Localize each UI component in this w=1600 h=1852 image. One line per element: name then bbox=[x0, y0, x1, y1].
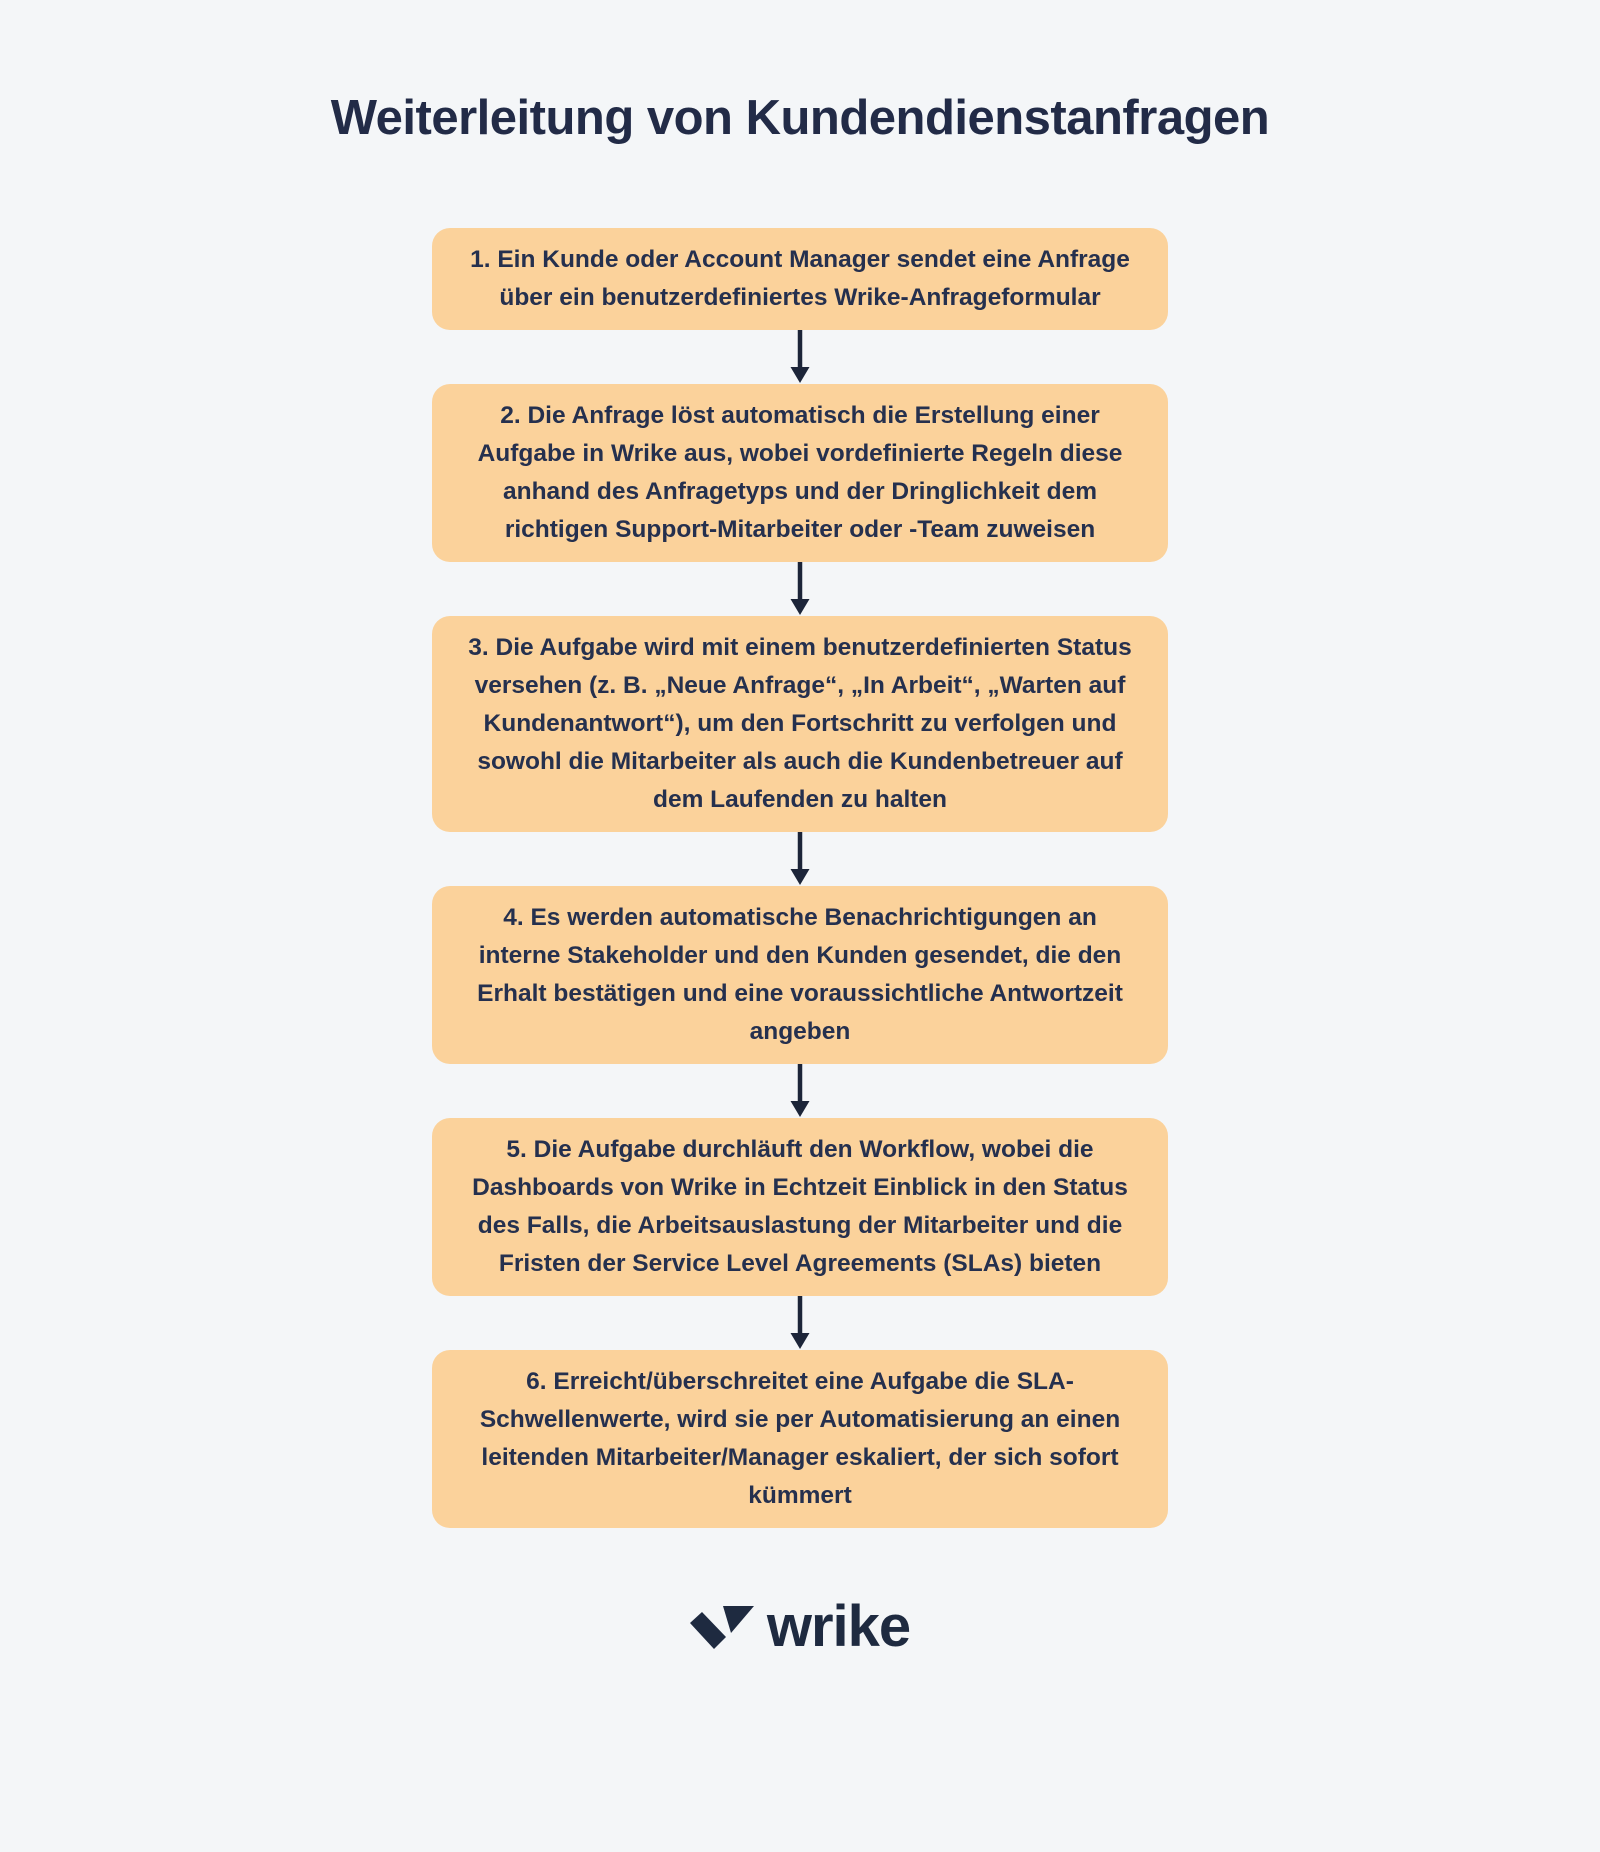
flow-step-3: 3. Die Aufgabe wird mit einem benutzerde… bbox=[432, 616, 1168, 832]
flow-step-1: 1. Ein Kunde oder Account Manager sendet… bbox=[432, 228, 1168, 330]
down-arrow-icon bbox=[789, 832, 811, 886]
flow-step-6: 6. Erreicht/überschreitet eine Aufgabe d… bbox=[432, 1350, 1168, 1528]
flow-step-2: 2. Die Anfrage löst automatisch die Erst… bbox=[432, 384, 1168, 562]
wrike-checkmark-icon bbox=[689, 1606, 754, 1649]
page-title: Weiterleitung von Kundendienstanfragen bbox=[330, 91, 1270, 145]
flow-step-3-text: 3. Die Aufgabe wird mit einem benutzerde… bbox=[468, 634, 1132, 813]
wrike-logo: wrike bbox=[689, 1594, 911, 1660]
flow-step-4: 4. Es werden automatische Benachrichtigu… bbox=[432, 886, 1168, 1064]
wrike-wordmark: wrike bbox=[766, 1594, 911, 1659]
flow-step-5-text: 5. Die Aufgabe durchläuft den Workflow, … bbox=[472, 1136, 1128, 1277]
flowchart: 1. Ein Kunde oder Account Manager sendet… bbox=[432, 228, 1168, 1528]
down-arrow-icon bbox=[789, 330, 811, 384]
flow-step-2-text: 2. Die Anfrage löst automatisch die Erst… bbox=[477, 402, 1123, 543]
down-arrow-icon bbox=[789, 562, 811, 616]
flow-step-5: 5. Die Aufgabe durchläuft den Workflow, … bbox=[432, 1118, 1168, 1296]
down-arrow-icon bbox=[789, 1064, 811, 1118]
down-arrow-icon bbox=[789, 1296, 811, 1350]
flow-step-4-text: 4. Es werden automatische Benachrichtigu… bbox=[477, 904, 1123, 1045]
flow-step-6-text: 6. Erreicht/überschreitet eine Aufgabe d… bbox=[479, 1368, 1121, 1509]
flow-step-1-text: 1. Ein Kunde oder Account Manager sendet… bbox=[470, 246, 1130, 311]
